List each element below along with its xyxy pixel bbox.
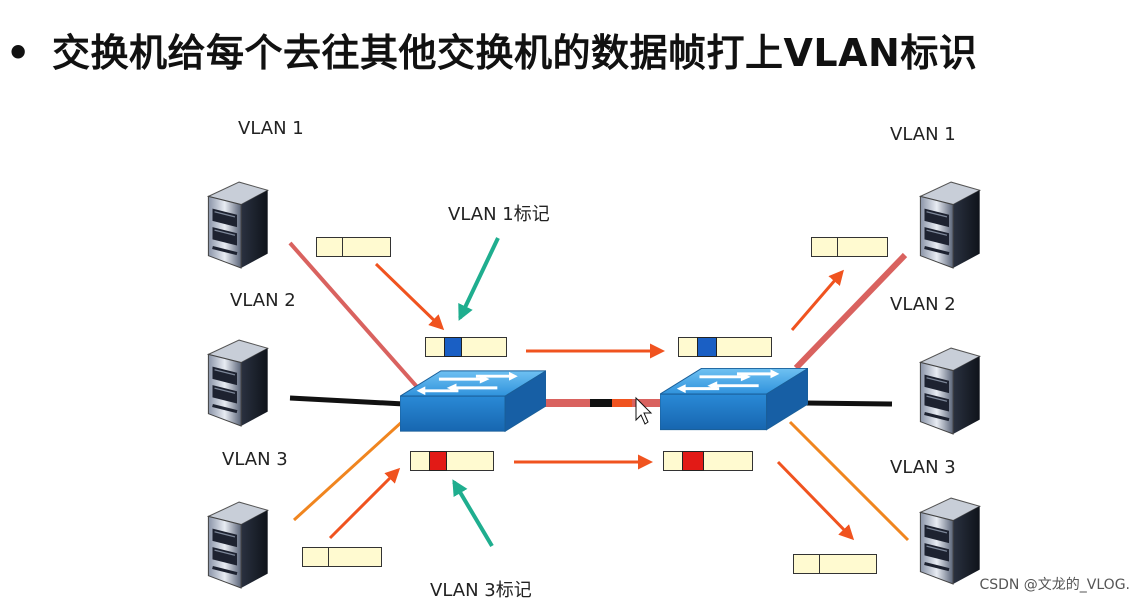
title-text: 交换机给每个去往其他交换机的数据帧打上VLAN标识 <box>52 31 978 75</box>
arrow-left-bottom-in <box>328 467 401 540</box>
label-left-vlan3: VLAN 3 <box>222 449 288 470</box>
arrow-right-bottom-out <box>776 460 855 541</box>
link-left-vlan1 <box>288 241 420 390</box>
pointer-vlan1-tag <box>458 237 500 321</box>
arrow-right-top-out <box>790 269 844 331</box>
link-right-vlan2 <box>804 400 893 407</box>
frame-right-vlan1-untagged <box>811 237 888 257</box>
label-right-vlan2: VLAN 2 <box>890 294 956 315</box>
label-right-vlan1: VLAN 1 <box>890 124 956 145</box>
label-left-vlan1: VLAN 1 <box>238 118 304 139</box>
frame-header <box>812 238 838 256</box>
frame-header <box>794 555 820 573</box>
frame-header <box>317 238 343 256</box>
vlan1-tag-marker <box>697 337 717 357</box>
vlan3-tag-marker <box>682 451 704 471</box>
server-icon-right-vlan3 <box>918 496 982 586</box>
title-bullet: • <box>6 31 31 75</box>
watermark: CSDN @文龙的_VLOG. <box>979 577 1130 593</box>
link-right-vlan3 <box>788 420 910 542</box>
frame-header <box>303 548 329 566</box>
cursor-icon <box>635 396 653 425</box>
switch-icon-left <box>400 370 546 432</box>
pointer-vlan3-tag <box>452 479 494 548</box>
frame-left-vlan3-untagged <box>302 547 382 567</box>
link-right-vlan1 <box>793 252 908 371</box>
arrow-left-top-in <box>374 262 445 331</box>
frame-right-vlan3-untagged <box>793 554 877 574</box>
label-left-vlan2: VLAN 2 <box>230 290 296 311</box>
link-left-vlan2 <box>289 395 405 407</box>
vlan3-tag-marker <box>429 451 447 471</box>
label-right-vlan3: VLAN 3 <box>890 457 956 478</box>
label-vlan3-tag: VLAN 3标记 <box>430 580 532 601</box>
server-icon-left-vlan3 <box>206 500 270 590</box>
server-icon-left-vlan1 <box>206 180 270 270</box>
label-vlan1-tag: VLAN 1标记 <box>448 204 550 225</box>
frame-left-vlan1-tagged <box>425 337 507 357</box>
switch-icon-right <box>660 368 808 431</box>
frame-left-vlan3-tagged <box>410 451 494 471</box>
frame-right-vlan3-tagged <box>663 451 753 471</box>
vlan1-tag-marker <box>444 337 462 357</box>
frame-right-vlan1-tagged <box>678 337 772 357</box>
server-icon-right-vlan2 <box>918 346 982 436</box>
server-icon-left-vlan2 <box>206 338 270 428</box>
link-left-vlan3 <box>292 418 406 522</box>
frame-left-vlan1-untagged <box>316 237 391 257</box>
server-icon-right-vlan1 <box>918 180 982 270</box>
slide-title: • 交换机给每个去往其他交换机的数据帧打上VLAN标识 <box>0 28 1142 78</box>
